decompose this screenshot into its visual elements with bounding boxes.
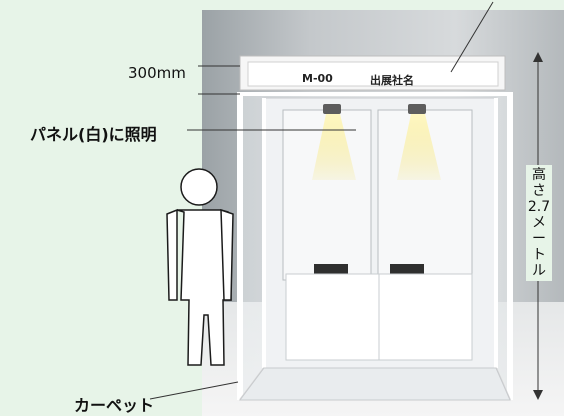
counter-left bbox=[285, 273, 380, 361]
arrow-up-icon bbox=[533, 52, 543, 62]
height-label-char: メ bbox=[532, 215, 546, 231]
person-right-arm bbox=[220, 208, 234, 301]
spotlight-beam bbox=[397, 114, 441, 180]
booth-number: M-00 bbox=[302, 72, 333, 85]
height-label-char: さ bbox=[532, 183, 546, 199]
height-label-value: 2.7 bbox=[527, 199, 551, 215]
company-sign bbox=[247, 61, 499, 87]
fascia-height-label: 300mm bbox=[128, 64, 186, 82]
panel-lighting-label: パネル(白)に照明 bbox=[30, 125, 157, 144]
carpet-floor bbox=[239, 367, 511, 401]
spotlight-icon bbox=[408, 104, 426, 114]
height-dimension-label: 高 さ 2.7 メ ー ト ル bbox=[526, 165, 552, 281]
annotation-lines bbox=[149, 1, 543, 400]
carpet-label: カーペット bbox=[74, 396, 155, 415]
counter-top-right bbox=[390, 264, 424, 274]
person-left-arm bbox=[166, 208, 178, 301]
arrow-down-icon bbox=[533, 390, 543, 400]
counters bbox=[239, 264, 511, 401]
carpet-leader-line bbox=[149, 381, 239, 400]
person-head bbox=[180, 168, 218, 206]
spotlight-icon bbox=[323, 104, 341, 114]
height-label-char: 高 bbox=[532, 167, 546, 183]
signboard-text: M-00 出展社名 bbox=[302, 72, 452, 88]
height-label-char: ー bbox=[532, 231, 546, 247]
height-label-char: ル bbox=[532, 263, 546, 279]
counter-top-left bbox=[314, 264, 348, 274]
spotlights bbox=[312, 104, 441, 180]
height-label-char: ト bbox=[532, 247, 546, 263]
counter-right bbox=[378, 273, 473, 361]
company-name: 出展社名 bbox=[370, 74, 414, 87]
sign-leader-line bbox=[450, 1, 494, 73]
person-silhouette bbox=[166, 168, 234, 366]
